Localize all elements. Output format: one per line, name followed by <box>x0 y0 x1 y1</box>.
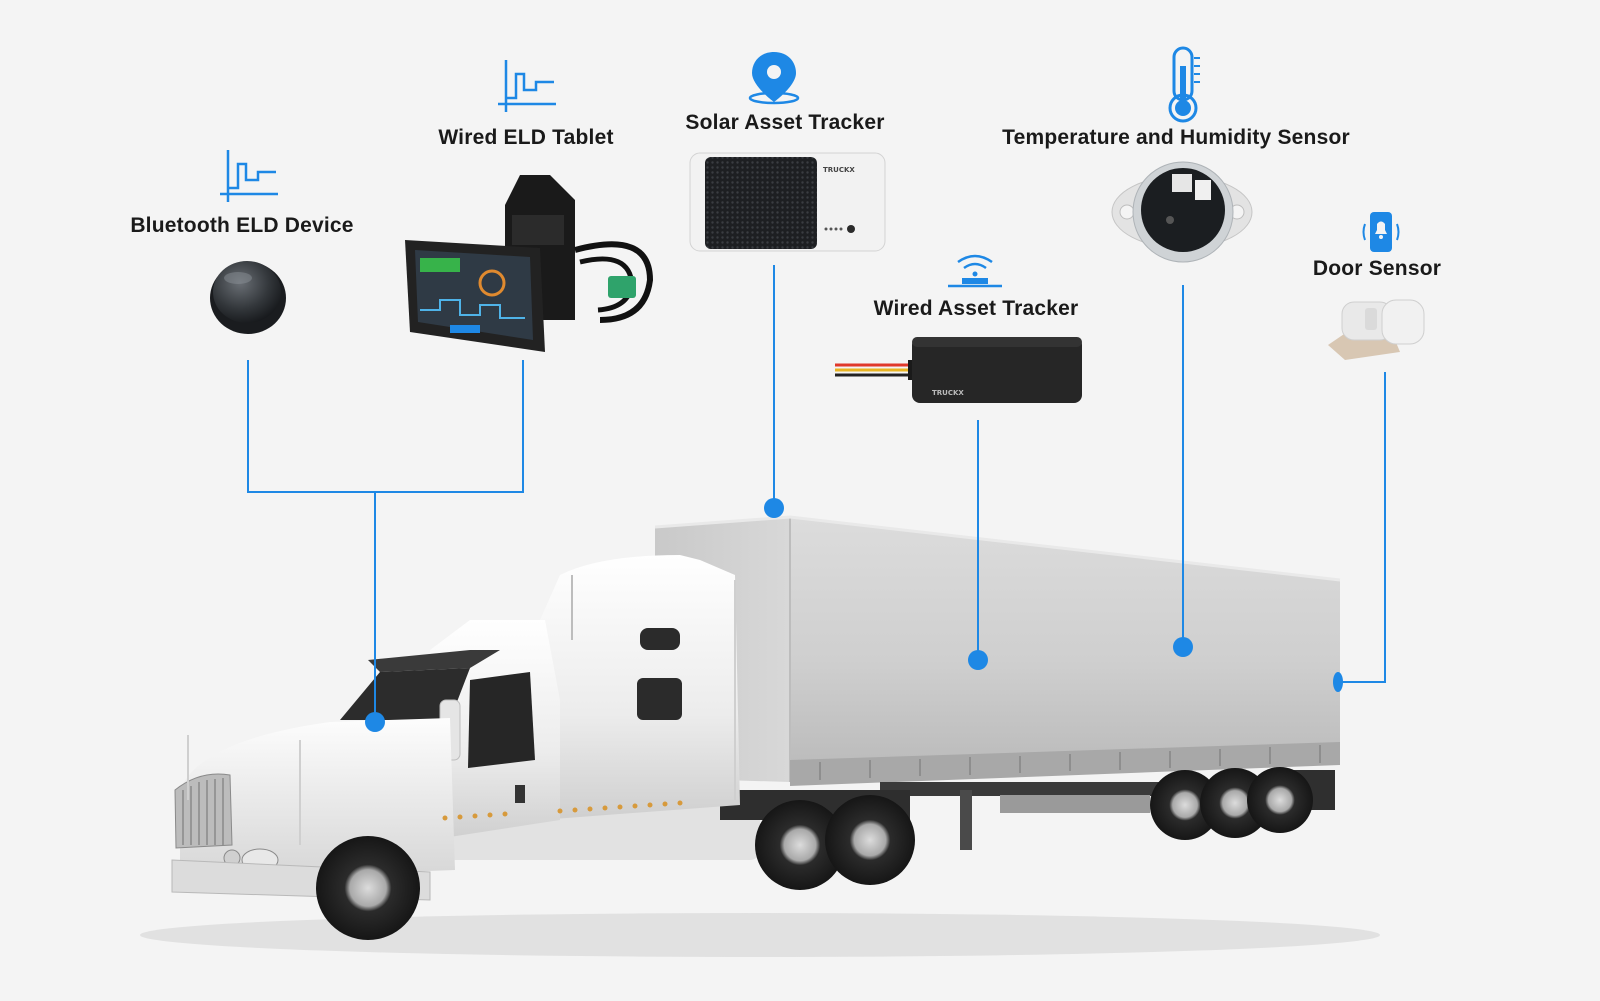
connector-dot-wired-tracker <box>968 650 988 670</box>
wired-tracker-brand: TRUCKX <box>932 389 964 397</box>
wired-eld-tablet-image <box>405 175 654 352</box>
wifi-signal-icon <box>948 254 1002 288</box>
phone-alert-icon <box>1362 212 1400 252</box>
door-sensor-image <box>1328 299 1425 360</box>
bluetooth-eld-device-image <box>210 261 286 334</box>
eld-graph-icon <box>498 60 556 112</box>
solar-tracker-brand: TRUCKX <box>823 166 855 174</box>
thermometer-icon <box>1168 46 1200 123</box>
label-bluetooth-eld-device: Bluetooth ELD Device <box>130 214 354 237</box>
label-wired-eld-tablet: Wired ELD Tablet <box>438 126 614 149</box>
label-wired-asset-tracker: Wired Asset Tracker <box>873 297 1079 320</box>
location-pin-icon <box>748 52 800 105</box>
label-door-sensor: Door Sensor <box>1312 257 1442 280</box>
truck <box>140 515 1380 957</box>
solar-asset-tracker-image: TRUCKX <box>689 152 886 252</box>
connector-lines <box>247 265 1386 722</box>
connector-dot-eld <box>365 712 385 732</box>
label-temperature-humidity-sensor: Temperature and Humidity Sensor <box>1002 126 1350 149</box>
wired-asset-tracker-image: TRUCKX <box>835 337 1082 403</box>
eld-graph-icon <box>220 150 278 202</box>
connector-dot-door <box>1333 672 1343 692</box>
trailer-body <box>655 517 1340 778</box>
temperature-humidity-sensor-image <box>1111 161 1253 263</box>
connector-dot-solar <box>764 498 784 518</box>
connector-dot-temp <box>1173 637 1193 657</box>
label-solar-asset-tracker: Solar Asset Tracker <box>685 111 885 134</box>
